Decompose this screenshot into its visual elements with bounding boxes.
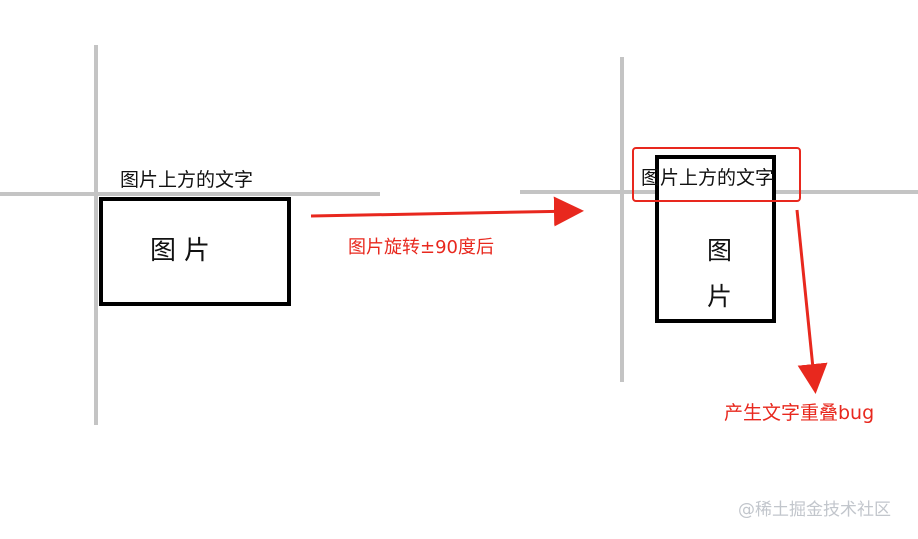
- watermark: @稀土掘金技术社区: [738, 500, 891, 520]
- right-image-text-line-2: 片: [707, 282, 733, 311]
- right-label-above-image: 图片上方的文字: [641, 167, 775, 189]
- left-image-box: [99, 197, 291, 306]
- annotation-arrow: [795, 209, 828, 394]
- left-image-text: 图片: [150, 236, 219, 266]
- overlap-highlight-box: [632, 147, 801, 202]
- right-image-text-line-1: 图: [707, 236, 733, 265]
- right-image-box: [655, 155, 776, 323]
- transition-label: 图片旋转±90度后: [348, 237, 494, 258]
- transition-arrow: [310, 196, 584, 227]
- left-label-above-image: 图片上方的文字: [120, 169, 254, 191]
- bug-annotation-label: 产生文字重叠bug: [724, 402, 875, 424]
